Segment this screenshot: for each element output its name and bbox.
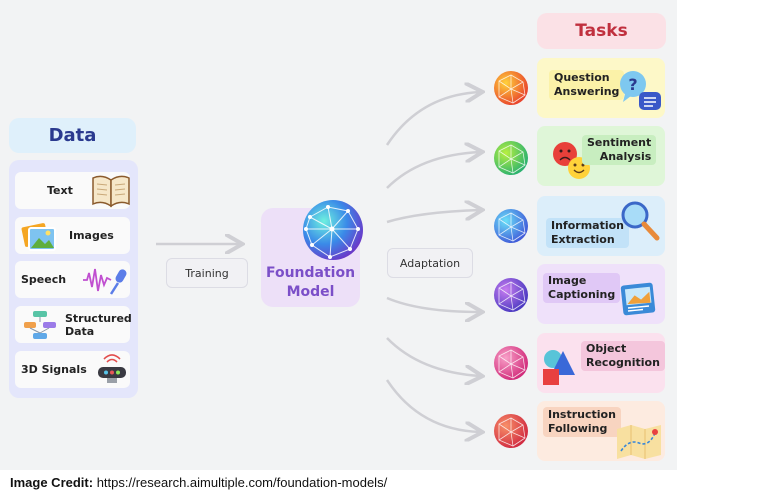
arrow-to-qa	[385, 92, 480, 146]
svg-text:?: ?	[628, 75, 637, 94]
data-item-label: Structured Data	[65, 311, 132, 338]
data-item-label: Images	[69, 229, 114, 242]
task-label-line1: Information	[551, 219, 624, 232]
task-label-line1: Object	[586, 342, 627, 355]
foundation-model-label: Foundation Model	[261, 264, 360, 302]
data-item-3d-signals: 3D Signals	[15, 351, 130, 388]
task-information-extraction: Information Extraction	[537, 196, 665, 256]
magnifier-icon	[621, 201, 660, 241]
tasks-header: Tasks	[537, 13, 666, 49]
task-label-line1: Sentiment	[587, 136, 652, 149]
task-label-line1: Instruction	[548, 408, 616, 421]
task-label-line2: Captioning	[548, 288, 616, 301]
adaptation-label: Adaptation	[387, 248, 473, 278]
arrow-to-extraction	[386, 210, 480, 224]
arrow-to-sentiment	[386, 152, 480, 189]
task-label-line2: Answering	[554, 85, 620, 98]
task-label: Sentiment Analysis	[582, 135, 657, 165]
data-item-label: Speech	[21, 273, 67, 286]
adaptation-text: Adaptation	[399, 256, 461, 270]
map-route-icon	[617, 425, 661, 459]
3d-sensor-icon	[98, 354, 126, 383]
task-question-answering: Question Answering ?	[537, 58, 665, 118]
network-globe-icon	[303, 200, 363, 260]
picture-frame-icon	[620, 282, 656, 316]
task-label: Information Extraction	[546, 218, 629, 248]
tasks-title: Tasks	[575, 21, 628, 41]
task-label-line2: Extraction	[551, 233, 615, 246]
data-item-speech: Speech	[15, 261, 130, 298]
task-label-line1: Image	[548, 274, 587, 287]
task-spheres	[494, 71, 528, 448]
credit-prefix: Image Credit:	[10, 475, 94, 490]
images-icon	[21, 223, 56, 251]
credit-url[interactable]: https://research.aimultiple.com/foundati…	[96, 475, 388, 490]
data-header: Data	[9, 118, 136, 153]
training-label: Training	[166, 258, 248, 288]
task-object-recognition: Object Recognition	[537, 333, 665, 393]
arrow-to-captioning	[386, 296, 480, 312]
data-item-label: Text	[47, 184, 73, 197]
foundation-model-line1: Foundation	[265, 265, 356, 281]
task-sentiment-analysis: Sentiment Analysis	[537, 126, 665, 186]
training-text: Training	[185, 266, 229, 280]
foundation-model-line2: Model	[286, 284, 335, 300]
data-title: Data	[48, 125, 97, 146]
image-credit: Image Credit: https://research.aimultipl…	[10, 475, 387, 490]
task-label-line2: Following	[548, 422, 608, 435]
task-label-line1: Question	[554, 71, 610, 84]
flowchart-icon	[24, 311, 56, 339]
task-image-captioning: Image Captioning	[537, 264, 665, 324]
task-label: Question Answering	[549, 70, 625, 100]
task-label: Object Recognition	[581, 341, 665, 371]
data-list: Text Images Speech	[9, 160, 138, 398]
task-instruction-following: Instruction Following	[537, 401, 665, 461]
data-item-images: Images	[15, 217, 130, 254]
arrow-to-instruction	[385, 379, 480, 432]
data-item-text: Text	[15, 172, 130, 209]
chat-question-icon: ?	[620, 71, 661, 110]
book-icon	[92, 175, 130, 208]
task-label: Image Captioning	[543, 273, 621, 303]
arrow-to-object	[386, 337, 480, 376]
task-label-line2: Recognition	[586, 356, 660, 369]
microphone-waveform-icon	[83, 268, 127, 295]
data-item-label: 3D Signals	[21, 363, 87, 376]
data-item-structured-data: Structured Data	[15, 306, 132, 343]
task-label-line2: Analysis	[599, 150, 652, 163]
task-label: Instruction Following	[543, 407, 621, 437]
emoji-faces-icon	[553, 142, 590, 179]
shapes-icon	[543, 350, 575, 385]
